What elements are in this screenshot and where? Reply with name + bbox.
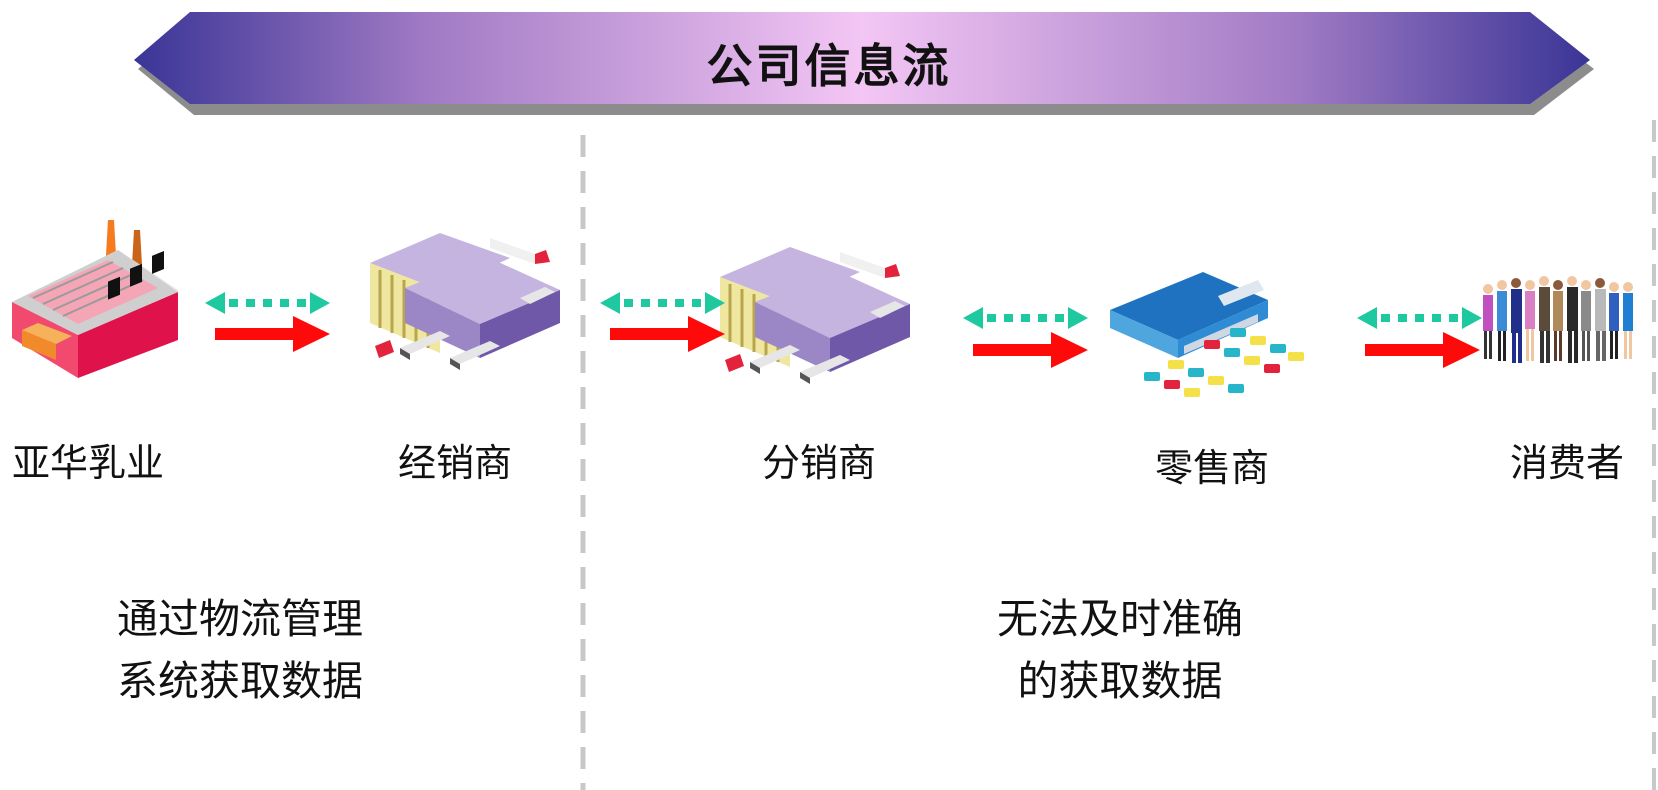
info-flow-banner	[134, 12, 1594, 115]
store-parking-icon	[1110, 272, 1304, 397]
warehouse-icon	[720, 247, 910, 384]
section-divider	[580, 135, 586, 790]
note-right: 无法及时准确 的获取数据	[960, 588, 1280, 712]
right-edge-divider	[1652, 120, 1656, 790]
info-flow-arrow	[1357, 307, 1482, 329]
node-label-dealer: 经销商	[398, 441, 513, 485]
goods-flow-arrow	[973, 332, 1088, 368]
goods-flow-arrow	[215, 316, 330, 352]
goods-flow-arrow	[1365, 332, 1480, 368]
note-left-line1: 通过物流管理	[117, 595, 363, 643]
info-flow-arrow	[963, 307, 1088, 329]
people-group-icon	[1483, 276, 1633, 363]
note-right-line1: 无法及时准确	[997, 595, 1243, 643]
banner-title: 公司信息流	[706, 39, 952, 93]
info-flow-arrow	[205, 292, 330, 314]
node-label-distributor: 分销商	[762, 441, 877, 485]
node-label-manufacturer: 亚华乳业	[12, 441, 165, 485]
goods-flow-arrow	[610, 316, 725, 352]
warehouse-icon	[370, 233, 560, 370]
note-left-line2: 系统获取数据	[117, 657, 363, 705]
info-flow-arrow	[600, 292, 725, 314]
node-label-retailer: 零售商	[1155, 446, 1270, 490]
node-label-consumer: 消费者	[1510, 441, 1625, 485]
note-left: 通过物流管理 系统获取数据	[80, 588, 400, 712]
note-right-line2: 的获取数据	[1017, 657, 1223, 705]
factory-icon	[12, 220, 178, 378]
